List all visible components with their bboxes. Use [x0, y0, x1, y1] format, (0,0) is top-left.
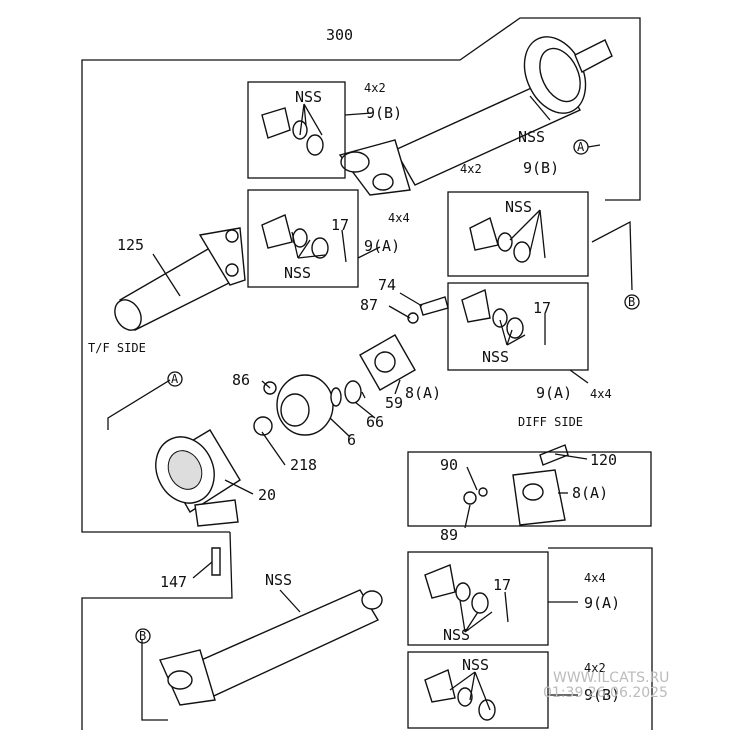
label-9a-b: 9(A): [536, 384, 572, 402]
label-nss-e: NSS: [443, 626, 470, 644]
ref-a-left: A: [171, 372, 179, 386]
label-nss-d: NSS: [482, 348, 509, 366]
label-125: 125: [117, 236, 144, 254]
spider-joint-4: [461, 289, 524, 339]
kit-box-9b-right: [447, 191, 589, 277]
label-4x2-c: 4x2: [584, 661, 606, 675]
label-147: 147: [160, 573, 187, 591]
upper-shaft: [338, 36, 613, 196]
label-8a-a: 8(A): [405, 384, 441, 402]
bolt-147: [211, 547, 221, 576]
label-17-c: 17: [493, 576, 511, 594]
ref-b-lower: B: [139, 629, 146, 643]
ref-b-circle-right: [624, 294, 640, 310]
spider-joint-1: [261, 107, 324, 156]
label-nss-b: NSS: [505, 198, 532, 216]
ref-a-upper: A: [577, 140, 585, 154]
label-87: 87: [360, 296, 378, 314]
label-120: 120: [590, 451, 617, 469]
label-300: 300: [326, 26, 353, 44]
label-diff-side: DIFF SIDE: [518, 415, 583, 429]
label-nss-f: NSS: [462, 656, 489, 674]
label-66: 66: [366, 413, 384, 431]
label-90: 90: [440, 456, 458, 474]
ref-a-circle-left: [167, 371, 183, 387]
label-89: 89: [440, 526, 458, 544]
label-218: 218: [290, 456, 317, 474]
label-nss-c: NSS: [284, 264, 311, 282]
watermark-line-1: WWW.ILCATS.RU: [553, 670, 669, 686]
lower-outline: [548, 547, 653, 730]
label-17-b: 17: [533, 299, 551, 317]
ref-b-circle-lower: [135, 628, 151, 644]
diff-yoke: [463, 444, 569, 526]
kit-box-diff: [407, 451, 652, 527]
label-nss-lower-shaft: NSS: [265, 571, 292, 589]
assembly-outline: [81, 17, 641, 533]
kit-box-9b-upper: [247, 81, 346, 179]
label-9b-a: 9(B): [366, 104, 402, 122]
spider-joint-3: [469, 217, 531, 263]
label-nss-a: NSS: [295, 88, 322, 106]
label-17-a: 17: [331, 216, 349, 234]
center-bearing-20: [155, 429, 241, 527]
spider-joint-6: [424, 669, 496, 721]
label-4x2-b: 4x2: [460, 162, 482, 176]
ref-a-circle-upper: [573, 139, 589, 155]
label-4x4-b: 4x4: [590, 387, 612, 401]
label-tf-side: T/F SIDE: [88, 341, 146, 355]
watermark-line-2: 01:39 26.06.2025: [543, 685, 668, 701]
label-9a-c: 9(A): [584, 594, 620, 612]
lower-shaft: [159, 589, 383, 706]
label-86: 86: [232, 371, 250, 389]
kit-box-9a-lower: [407, 551, 549, 646]
label-9b-b: 9(B): [523, 159, 559, 177]
label-59: 59: [385, 394, 403, 412]
label-8a-b: 8(A): [572, 484, 608, 502]
label-74: 74: [378, 276, 396, 294]
ref-b-right: B: [628, 295, 635, 309]
label-6: 6: [347, 431, 356, 449]
spider-joint-5: [424, 564, 489, 614]
label-4x4-a: 4x4: [388, 211, 410, 225]
label-9b-c: 9(B): [584, 686, 620, 704]
label-20: 20: [258, 486, 276, 504]
diff-side-outline: [81, 531, 233, 730]
kit-box-9a-right: [447, 282, 589, 371]
label-9a-a: 9(A): [364, 237, 400, 255]
label-4x2-a: 4x2: [364, 81, 386, 95]
kit-box-9a-left: [247, 189, 359, 288]
flange-yoke-8a: [330, 296, 449, 407]
label-nss-shaft: NSS: [518, 128, 545, 146]
leader-lines: [107, 95, 633, 721]
shaft-125: [114, 227, 246, 331]
spider-joint-2: [261, 214, 329, 259]
label-4x4-c: 4x4: [584, 571, 606, 585]
kit-box-9b-lower: [407, 651, 549, 729]
